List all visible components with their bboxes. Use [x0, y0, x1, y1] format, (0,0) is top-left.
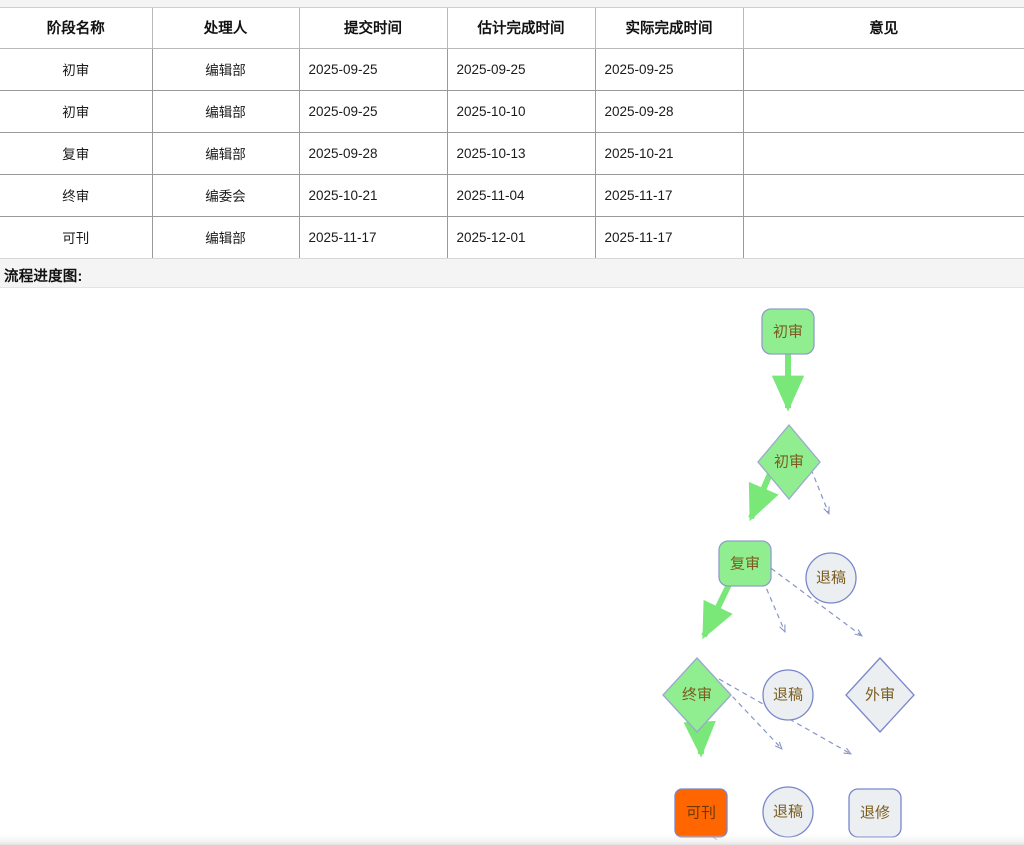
column-header-owner: 处理人	[152, 8, 300, 49]
table-row: 初审 编辑部 2025-09-25 2025-10-10 2025-09-28	[0, 90, 1024, 133]
cell-owner: 编辑部	[152, 216, 300, 258]
flow-node-tuigao-after-chushen[interactable]: 退稿	[805, 552, 857, 604]
flow-section-band: 流程进度图:	[0, 258, 1024, 288]
cell-estimate: 2025-11-04	[447, 174, 596, 217]
edge-fushen-to-waishen	[763, 562, 863, 637]
cell-estimate: 2025-12-01	[447, 216, 596, 258]
cell-stage: 终审	[0, 174, 153, 217]
cell-owner: 编辑部	[152, 48, 300, 91]
flow-node-waishen-decision[interactable]: 外审	[845, 657, 915, 733]
flow-node-shape-circle	[805, 552, 857, 604]
table-row: 可刊 编辑部 2025-11-17 2025-12-01 2025-11-17	[0, 216, 1024, 259]
cell-actual: 2025-11-17	[595, 216, 744, 258]
cell-actual: 2025-09-25	[595, 48, 744, 91]
edge-kekan-tail	[712, 836, 726, 845]
column-header-actual: 实际完成时间	[595, 8, 744, 49]
column-header-stage: 阶段名称	[0, 8, 153, 49]
flow-node-tuixiu[interactable]: 退修	[848, 788, 902, 838]
cell-stage: 可刊	[0, 216, 153, 258]
flow-node-shape-circle	[762, 786, 814, 838]
flow-node-shape-circle	[762, 669, 814, 721]
cell-opinion	[743, 90, 1024, 133]
flow-node-shape-rounded-rect	[761, 308, 815, 355]
cell-owner: 编辑部	[152, 132, 300, 175]
cell-estimate: 2025-10-13	[447, 132, 596, 175]
flow-node-shape-rounded-rect	[848, 788, 902, 838]
flow-node-shape-rounded-rect	[718, 540, 772, 587]
cell-owner: 编委会	[152, 174, 300, 217]
table-row: 复审 编辑部 2025-09-28 2025-10-13 2025-10-21	[0, 132, 1024, 175]
flow-node-shape-diamond	[662, 657, 732, 733]
table-body: 初审 编辑部 2025-09-25 2025-09-25 2025-09-25 …	[0, 48, 1024, 259]
cell-stage: 初审	[0, 90, 153, 133]
cell-stage: 初审	[0, 48, 153, 91]
flow-node-tuigao-after-zhongshen[interactable]: 退稿	[762, 786, 814, 838]
flow-node-tuigao-after-fushen[interactable]: 退稿	[762, 669, 814, 721]
table-header-row: 阶段名称 处理人 提交时间 估计完成时间 实际完成时间 意见	[0, 8, 1024, 49]
stage-progress-table: 阶段名称 处理人 提交时间 估计完成时间 实际完成时间 意见 初审 编辑部 20…	[0, 8, 1024, 258]
column-header-estimate: 估计完成时间	[447, 8, 596, 49]
flow-section-title: 流程进度图:	[4, 269, 83, 285]
cell-opinion	[743, 174, 1024, 217]
flow-node-fushen-task[interactable]: 复审	[718, 540, 772, 587]
table-row: 终审 编委会 2025-10-21 2025-11-04 2025-11-17	[0, 174, 1024, 217]
table-row: 初审 编辑部 2025-09-25 2025-09-25 2025-09-25	[0, 48, 1024, 91]
flow-node-shape-diamond	[845, 657, 915, 733]
cell-estimate: 2025-09-25	[447, 48, 596, 91]
flow-node-shape-rounded-rect	[674, 788, 728, 838]
flow-node-chushen-task[interactable]: 初审	[761, 308, 815, 355]
column-header-opinion: 意见	[743, 8, 1024, 49]
cell-stage: 复审	[0, 132, 153, 175]
flow-node-chushen-decision[interactable]: 初审	[757, 423, 821, 501]
cell-actual: 2025-11-17	[595, 174, 744, 217]
column-header-submit: 提交时间	[299, 8, 448, 49]
cell-submit: 2025-09-25	[299, 90, 448, 133]
cell-submit: 2025-11-17	[299, 216, 448, 258]
cell-estimate: 2025-10-10	[447, 90, 596, 133]
edge-zhongshen-to-tuigao	[713, 676, 783, 750]
flow-diagram-canvas: 初审 初审 复审 退稿 终审	[662, 308, 915, 845]
cell-actual: 2025-09-28	[595, 90, 744, 133]
flow-node-kekan-final[interactable]: 可刊	[674, 788, 728, 838]
cell-opinion	[743, 48, 1024, 91]
cell-opinion	[743, 132, 1024, 175]
cell-submit: 2025-10-21	[299, 174, 448, 217]
flow-node-zhongshen-decision[interactable]: 终审	[662, 657, 732, 733]
cell-submit: 2025-09-28	[299, 132, 448, 175]
cell-submit: 2025-09-25	[299, 48, 448, 91]
cell-actual: 2025-10-21	[595, 132, 744, 175]
page-top-strip	[0, 0, 1024, 8]
flow-diagram: 初审 初审 复审 退稿 终审	[0, 288, 1024, 845]
cell-opinion	[743, 217, 1024, 259]
cell-owner: 编辑部	[152, 90, 300, 133]
flow-node-shape-diamond	[757, 423, 821, 501]
